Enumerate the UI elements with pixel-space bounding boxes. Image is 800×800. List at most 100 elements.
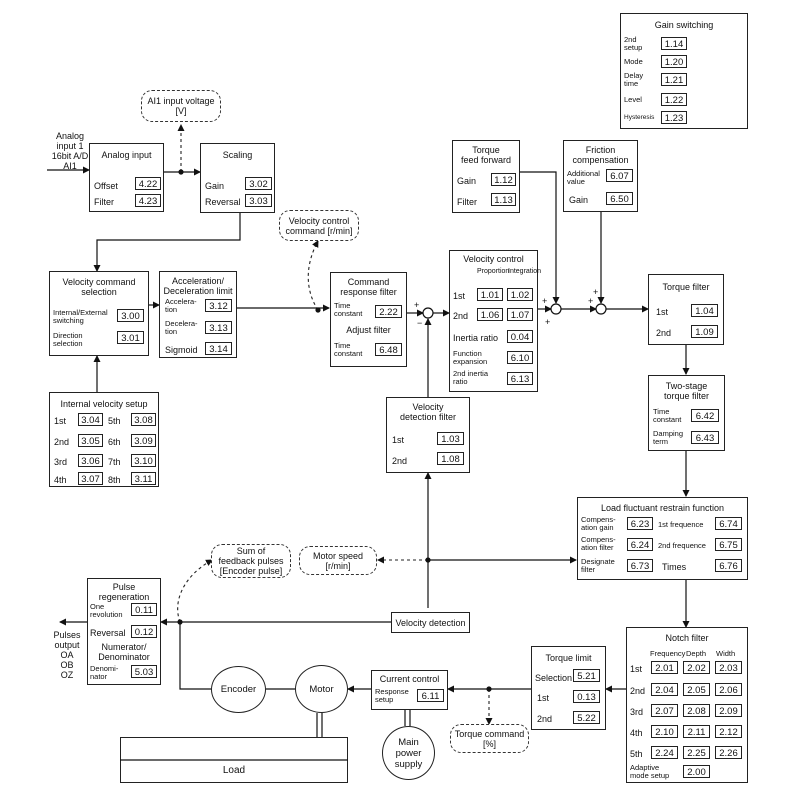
friction-gain-label: Gain — [569, 195, 589, 205]
filter-param[interactable]: 4.23 — [135, 194, 161, 207]
direction-selection-param[interactable]: 3.01 — [117, 331, 144, 344]
torque-command-monitor: Torque command [%] — [450, 724, 529, 753]
scaling-gain-label: Gain — [205, 181, 225, 191]
gs-level-label: Level — [624, 95, 642, 104]
vdf-1st-param[interactable]: 1.03 — [437, 432, 464, 445]
vc-2nd-integration-param[interactable]: 1.07 — [507, 308, 533, 321]
designate-filter-param[interactable]: 6.73 — [627, 559, 653, 572]
friction-title: Friction compensation — [572, 145, 629, 165]
vc-1st-proportion-param[interactable]: 1.01 — [477, 288, 503, 301]
torque-filter-block: Torque filter 1st 1.04 2nd 1.09 — [648, 274, 724, 345]
gs-level-param[interactable]: 1.22 — [661, 93, 687, 106]
scaling-gain-param[interactable]: 3.02 — [245, 177, 272, 190]
one-revolution-param[interactable]: 0.11 — [131, 603, 157, 616]
friction-gain-param[interactable]: 6.50 — [606, 192, 633, 205]
int-ext-switching-label: Internal/External switching — [53, 308, 108, 325]
notch-4th-width-param[interactable]: 2.12 — [715, 725, 742, 738]
notch-5th-frequency-param[interactable]: 2.24 — [651, 746, 678, 759]
notch-4th-frequency-param[interactable]: 2.10 — [651, 725, 678, 738]
notch-2nd-depth-param[interactable]: 2.05 — [683, 683, 710, 696]
notch-2nd-frequency-param[interactable]: 2.04 — [651, 683, 678, 696]
tl-2nd-label: 2nd — [537, 714, 553, 724]
accel-title: Acceleration/ Deceleration limit — [163, 276, 233, 296]
torque-ff-filter-param[interactable]: 1.13 — [491, 193, 516, 206]
adaptive-mode-param[interactable]: 2.00 — [683, 765, 710, 778]
notch-5th-depth-param[interactable]: 2.25 — [683, 746, 710, 759]
load-label: Load — [222, 765, 246, 776]
adjust-filter-tc-param[interactable]: 6.48 — [375, 343, 402, 356]
comp-gain-param[interactable]: 6.23 — [627, 517, 653, 530]
friction-add-param[interactable]: 6.07 — [606, 169, 633, 182]
notch-1st-depth-param[interactable]: 2.02 — [683, 661, 710, 674]
scaling-title: Scaling — [222, 150, 253, 160]
iv-param-3rd[interactable]: 3.06 — [78, 454, 103, 467]
notch-1st-width-param[interactable]: 2.03 — [715, 661, 742, 674]
iv-param-8th[interactable]: 3.11 — [131, 472, 156, 485]
main-power-supply: Main power supply — [382, 726, 435, 780]
int-ext-switching-param[interactable]: 3.00 — [117, 309, 144, 322]
deceleration-label: Decelera- tion — [165, 319, 198, 336]
first-frequence-param[interactable]: 6.74 — [715, 517, 742, 530]
sum-minus-sign: − — [417, 318, 423, 328]
inertia-ratio-param[interactable]: 0.04 — [507, 330, 533, 343]
two-stage-tc-param[interactable]: 6.42 — [691, 409, 719, 422]
integration-header: Integration — [508, 268, 542, 275]
torque-ff-gain-label: Gain — [457, 176, 477, 186]
damping-param[interactable]: 6.43 — [691, 431, 719, 444]
adjust-filter-title: Adjust filter — [346, 325, 391, 335]
notch-3rd-frequency-param[interactable]: 2.07 — [651, 704, 678, 717]
iv-param-4th[interactable]: 3.07 — [78, 472, 103, 485]
offset-param[interactable]: 4.22 — [135, 177, 161, 190]
pulse-reversal-param[interactable]: 0.12 — [131, 625, 157, 638]
friction-sum-plus-1: + — [593, 287, 599, 297]
second-inertia-param[interactable]: 6.13 — [507, 372, 533, 385]
velocity-control-title: Velocity control — [463, 254, 524, 264]
sigmoid-param[interactable]: 3.14 — [205, 342, 232, 355]
iv-param-6th[interactable]: 3.09 — [131, 434, 156, 447]
current-control-block: Current control Response setup 6.11 — [371, 670, 448, 710]
accel-decel-limit-block: Acceleration/ Deceleration limit Acceler… — [159, 271, 237, 358]
tf-2nd-param[interactable]: 1.09 — [691, 325, 718, 338]
gs-hysteresis-label: Hysteresis — [624, 114, 655, 121]
command-response-filter-block: Command response filter Time constant 2.… — [330, 272, 407, 367]
notch-5th-width-param[interactable]: 2.26 — [715, 746, 742, 759]
tf-1st-param[interactable]: 1.04 — [691, 304, 718, 317]
notch-2nd-width-param[interactable]: 2.06 — [715, 683, 742, 696]
notch-3rd-width-param[interactable]: 2.09 — [715, 704, 742, 717]
iv-param-1st[interactable]: 3.04 — [78, 413, 103, 426]
vc-2nd-proportion-param[interactable]: 1.06 — [477, 308, 503, 321]
notch-4th-depth-param[interactable]: 2.11 — [683, 725, 710, 738]
load-fluctuant-restrain-block: Load fluctuant restrain function Compens… — [577, 497, 748, 580]
gain-switching-block: Gain switching 2nd setup 1.14 Mode 1.20 … — [620, 13, 748, 129]
function-expansion-label: Function expansion — [453, 349, 488, 366]
second-frequence-param[interactable]: 6.75 — [715, 538, 742, 551]
gs-hysteresis-param[interactable]: 1.23 — [661, 111, 687, 124]
response-setup-param[interactable]: 6.11 — [417, 689, 444, 702]
notch-1st-frequency-param[interactable]: 2.01 — [651, 661, 678, 674]
tl-selection-param[interactable]: 5.21 — [573, 669, 600, 682]
acceleration-param[interactable]: 3.12 — [205, 299, 232, 312]
iv-param-2nd[interactable]: 3.05 — [78, 434, 103, 447]
tl-1st-param[interactable]: 0.13 — [573, 690, 600, 703]
iv-param-7th[interactable]: 3.10 — [131, 454, 156, 467]
iv-label-3rd: 3rd — [54, 457, 68, 467]
iv-label-8th: 8th — [108, 475, 121, 485]
comp-filter-param[interactable]: 6.24 — [627, 538, 653, 551]
torque-ff-gain-param[interactable]: 1.12 — [491, 173, 516, 186]
scaling-reversal-param[interactable]: 3.03 — [245, 194, 272, 207]
cmd-filter-tc-param[interactable]: 2.22 — [375, 305, 402, 318]
function-expansion-param[interactable]: 6.10 — [507, 351, 533, 364]
vc-1st-integration-param[interactable]: 1.02 — [507, 288, 533, 301]
tl-2nd-param[interactable]: 5.22 — [573, 711, 600, 724]
deceleration-param[interactable]: 3.13 — [205, 321, 232, 334]
times-param[interactable]: 6.76 — [715, 559, 742, 572]
tl-selection-label: Selection — [535, 673, 573, 683]
gs-mode-param[interactable]: 1.20 — [661, 55, 687, 68]
friction-sum-plus-2: + — [588, 296, 594, 306]
iv-param-5th[interactable]: 3.08 — [131, 413, 156, 426]
vdf-2nd-param[interactable]: 1.08 — [437, 452, 464, 465]
gs-delay-param[interactable]: 1.21 — [661, 73, 687, 86]
denominator-param[interactable]: 5.03 — [131, 665, 157, 678]
gs-setup-param[interactable]: 1.14 — [661, 37, 687, 50]
notch-3rd-depth-param[interactable]: 2.08 — [683, 704, 710, 717]
